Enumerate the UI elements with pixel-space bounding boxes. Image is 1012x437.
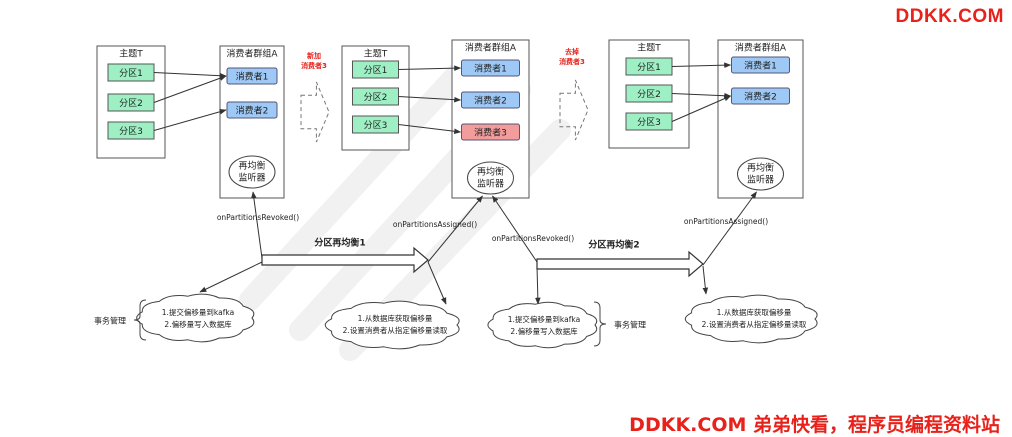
stage1-assign-arrow-1 bbox=[153, 72, 227, 79]
add-consumer-transition-arrow bbox=[300, 81, 330, 143]
stage3-assign-arrow-2 bbox=[671, 92, 732, 99]
assigned2-to-cloud-line bbox=[702, 265, 709, 295]
stage2-partition-label-1: 分区1 bbox=[364, 65, 388, 76]
stage2-group-title: 消费者群组A bbox=[465, 42, 517, 54]
transaction-brace-2 bbox=[593, 301, 607, 347]
revoked1-label: onPartitionsRevoked() bbox=[217, 213, 299, 222]
add-consumer-label-1: 新加 bbox=[307, 51, 321, 60]
stage2-consumer-label-1: 消费者1 bbox=[474, 63, 507, 75]
assigned1-label: onPartitionsAssigned() bbox=[393, 220, 477, 229]
stage3-assign-arrow-3 bbox=[671, 95, 732, 122]
stage3-partition-label-1: 分区1 bbox=[637, 62, 661, 73]
remove-consumer-transition-arrow bbox=[559, 79, 589, 141]
stage1-assign-arrow-2 bbox=[153, 75, 227, 103]
stage2-consumer-2 bbox=[461, 91, 520, 109]
stage3-partition-label-2: 分区2 bbox=[637, 89, 661, 100]
stage2-partition-label-3: 分区3 bbox=[364, 120, 388, 131]
stage1-assign-arrow-3 bbox=[153, 109, 227, 131]
assigned2-label: onPartitionsAssigned() bbox=[684, 217, 768, 226]
cloud-commit-2-line1: 1.提交偏移量到kafka bbox=[508, 314, 580, 324]
stage1-rebalance-listener bbox=[228, 155, 276, 189]
stage3-rebalance-listener bbox=[737, 157, 784, 191]
stage2-assign-arrow-2 bbox=[398, 96, 462, 103]
stage2-consumer-3 bbox=[461, 123, 520, 141]
stage2-partition-label-2: 分区2 bbox=[364, 92, 388, 103]
stage1-partition-label-3: 分区3 bbox=[119, 126, 143, 137]
stage3-topic-title: 主题T bbox=[637, 42, 661, 54]
cloud-commit-1-line2: 2.偏移量写入数据库 bbox=[164, 319, 232, 329]
stage3-listener-label-2: 监听器 bbox=[747, 174, 774, 186]
rebalance1-label: 分区再均衡1 bbox=[314, 237, 365, 249]
transaction-brace-1 bbox=[133, 299, 147, 341]
revoked2-line bbox=[492, 195, 538, 263]
stage3-listener-label-1: 再均衡 bbox=[747, 162, 774, 174]
stage1-consumer-1 bbox=[226, 67, 278, 85]
rebalance2-arrow bbox=[536, 250, 704, 278]
stage3-consumer-2 bbox=[731, 87, 790, 105]
stage1-listener-label-2: 监听器 bbox=[238, 172, 265, 184]
transaction-label-2: 事务管理 bbox=[614, 320, 646, 330]
cloud-fetch-2-line1: 1.从数据库获取偏移量 bbox=[717, 307, 792, 317]
stage2-listener-label-1: 再均衡 bbox=[477, 166, 504, 178]
assigned1-line bbox=[427, 195, 483, 263]
stage3-assign-arrow-1 bbox=[671, 62, 732, 68]
add-consumer-label-2: 消费者3 bbox=[301, 61, 327, 70]
stage2-assign-arrow-3 bbox=[398, 124, 462, 135]
cloud-fetch-1 bbox=[324, 300, 460, 350]
stage1-consumer-2 bbox=[226, 101, 278, 119]
stage1-partition-label-1: 分区1 bbox=[119, 68, 143, 79]
cloud-commit-1-line1: 1.提交偏移量到kafka bbox=[162, 307, 234, 317]
stage3-consumer-label-1: 消费者1 bbox=[744, 60, 777, 72]
stage2-consumer-label-3: 消费者3 bbox=[474, 127, 507, 139]
remove-consumer-label-1: 去掉 bbox=[565, 47, 579, 56]
cloud-fetch-1-line2: 2.设置消费者从指定偏移量读取 bbox=[343, 325, 448, 335]
stage1-group-title: 消费者群组A bbox=[226, 48, 278, 60]
rebalance1-arrow bbox=[261, 246, 429, 274]
stage2-rebalance-listener bbox=[467, 161, 514, 195]
revoked2-to-cloud-line bbox=[535, 265, 541, 305]
stage1-consumer-label-1: 消费者1 bbox=[236, 71, 269, 83]
stage2-assign-arrow-1 bbox=[398, 65, 462, 71]
assigned1-to-cloud-line bbox=[427, 261, 447, 305]
rebalance2-label: 分区再均衡2 bbox=[588, 239, 639, 251]
cloud-commit-2 bbox=[487, 301, 598, 349]
stage3-consumer-1 bbox=[731, 56, 790, 74]
stage2-topic-title: 主题T bbox=[364, 48, 388, 60]
cloud-fetch-1-line1: 1.从数据库获取偏移量 bbox=[358, 313, 433, 323]
stage3-partition-label-3: 分区3 bbox=[637, 117, 661, 128]
cloud-commit-1 bbox=[136, 293, 255, 343]
stage3-consumer-label-2: 消费者2 bbox=[744, 91, 777, 103]
stage1-partition-label-2: 分区2 bbox=[119, 98, 143, 109]
stage1-listener-label-1: 再均衡 bbox=[238, 160, 265, 172]
stage2-listener-label-2: 监听器 bbox=[477, 178, 504, 190]
remove-consumer-label-2: 消费者3 bbox=[559, 57, 585, 66]
revoked1-line bbox=[251, 191, 263, 259]
stage1-consumer-label-2: 消费者2 bbox=[236, 105, 269, 117]
revoked1-to-cloud-line bbox=[199, 261, 263, 293]
stage2-consumer-label-2: 消费者2 bbox=[474, 95, 507, 107]
cloud-fetch-2-line2: 2.设置消费者从指定偏移量读取 bbox=[702, 319, 807, 329]
brand-logo-top: DDKK.COM bbox=[895, 6, 1004, 27]
brand-slogan-bottom: DDKK.COM 弟弟快看，程序员编程资料站 bbox=[629, 414, 1000, 436]
assigned2-line bbox=[702, 191, 757, 266]
stage3-group-title: 消费者群组A bbox=[735, 42, 787, 54]
cloud-fetch-2 bbox=[684, 294, 818, 344]
transaction-label-1: 事务管理 bbox=[94, 316, 126, 326]
stage2-consumer-1 bbox=[461, 59, 520, 77]
cloud-commit-2-line2: 2.偏移量写入数据库 bbox=[510, 326, 578, 336]
revoked2-label: onPartitionsRevoked() bbox=[492, 234, 574, 243]
stage1-topic-title: 主题T bbox=[119, 48, 143, 60]
